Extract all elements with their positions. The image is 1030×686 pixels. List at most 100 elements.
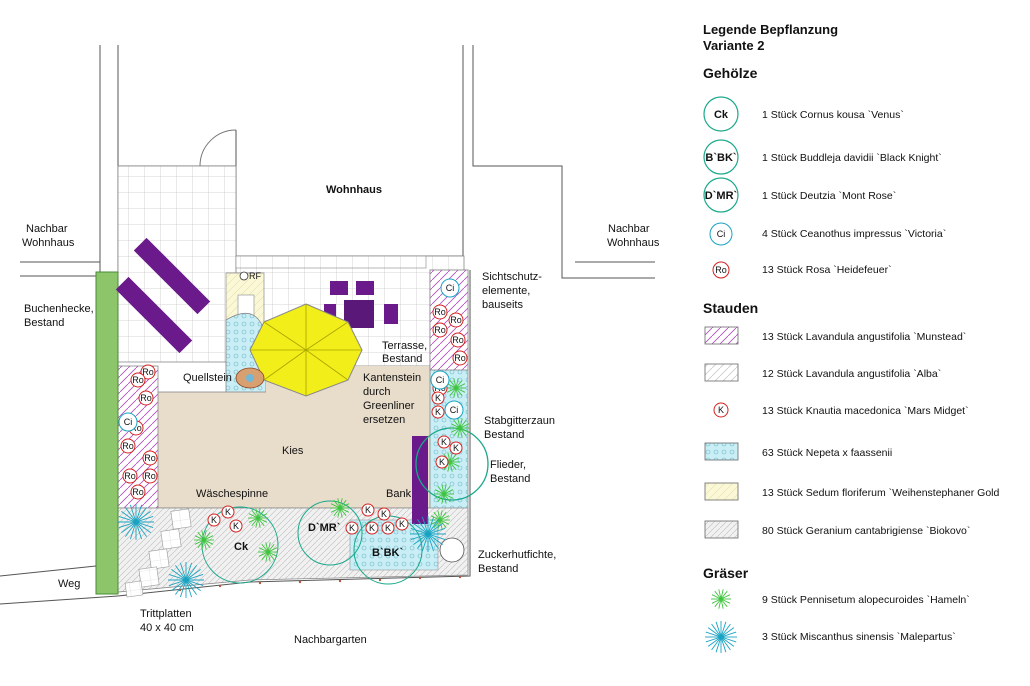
loungers xyxy=(115,237,211,354)
knautia-icon: K xyxy=(437,435,451,449)
rose-icon: Ro xyxy=(138,390,154,406)
label-sichtschutz-3: bauseits xyxy=(482,299,523,311)
knautia-icon: K xyxy=(229,519,243,533)
umbrella xyxy=(249,303,363,397)
label-quellstein: Quellstein xyxy=(183,372,232,384)
building-outlines xyxy=(20,45,655,279)
knautia-icon-label: K xyxy=(381,509,387,519)
knautia-icon-label: K xyxy=(399,519,405,529)
label-nachbar-left: Nachbar xyxy=(26,223,68,235)
label-buchenhecke: Buchenhecke, xyxy=(24,303,94,315)
legend-lav-a-swatch xyxy=(704,363,739,382)
legend-item-miscanthus: 3 Stück Miscanthus sinensis `Malepartus` xyxy=(762,631,956,643)
label-terrasse: Terrasse, xyxy=(382,340,427,352)
knautia-icon: K xyxy=(381,521,395,535)
miscanthus-icon xyxy=(410,516,446,552)
legend-item-lav-m: 13 Stück Lavandula angustifolia `Munstea… xyxy=(762,331,966,343)
legend-bbk-code: B`BK` xyxy=(705,152,736,164)
knautia-icon-label: K xyxy=(439,457,445,467)
legend-item-knautia: 13 Stück Knautia macedonica `Mars Midget… xyxy=(762,405,969,417)
quellstein xyxy=(235,367,265,389)
legend-bbk-symbol: B`BK` xyxy=(703,139,739,175)
pennisetum-icon xyxy=(258,542,278,562)
rose-icon-label: Ro xyxy=(130,423,142,433)
path-lines xyxy=(0,270,471,605)
label-kantenstein-4: ersetzen xyxy=(363,414,405,426)
rose-icon-label: Ro xyxy=(450,315,462,325)
rose-icon-label: Ro xyxy=(124,471,136,481)
pennisetum-icon xyxy=(330,498,350,518)
ceanothus-icon-label: Ci xyxy=(124,417,133,427)
rose-icon: Ro xyxy=(452,350,468,366)
legend-item-sedum: 13 Stück Sedum floriferum `Weihenstephan… xyxy=(762,487,1000,499)
knautia-icon-label: K xyxy=(435,393,441,403)
label-wohnhaus: Wohnhaus xyxy=(326,184,382,196)
ceanothus-icon: Ci xyxy=(444,400,464,420)
rose-icon-label: Ro xyxy=(132,487,144,497)
knautia-icon-label: K xyxy=(211,515,217,525)
ceanothus-icon-label: Ci xyxy=(436,375,445,385)
rose-icon-label: Ro xyxy=(142,367,154,377)
rose-icon: Ro xyxy=(120,438,136,454)
pennisetum-icon xyxy=(434,484,454,504)
table-chairs xyxy=(324,281,398,328)
legend-item-dmr: 1 Stück Deutzia `Mont Rose` xyxy=(762,190,896,202)
buchenhecke-hedge xyxy=(95,271,119,595)
cornus-circle xyxy=(201,506,279,584)
knautia-icon-label: K xyxy=(385,523,391,533)
rose-icon: Ro xyxy=(140,364,156,380)
rose-icon-label: Ro xyxy=(454,353,466,363)
legend-title: Legende Bepflanzung xyxy=(703,22,838,37)
knautia-icon: K xyxy=(431,405,445,419)
legend-item-bbk: 1 Stück Buddleja davidii `Black Knight` xyxy=(762,152,942,164)
knautia-icon: K xyxy=(449,441,463,455)
rose-icon-label: Ro xyxy=(452,335,464,345)
label-kantenstein: Kantenstein xyxy=(363,372,421,384)
legend-item-nepeta: 63 Stück Nepeta x faassenii xyxy=(762,447,892,459)
knautia-icon: K xyxy=(377,507,391,521)
label-kies: Kies xyxy=(282,445,304,457)
legend-item-ro: 13 Stück Rosa `Heidefeuer` xyxy=(762,264,892,276)
label-nachbar-right: Nachbar xyxy=(608,223,650,235)
pennisetum-icon xyxy=(450,418,470,438)
pennisetum-icon xyxy=(248,508,268,528)
rose-icon: Ro xyxy=(432,322,448,338)
deutzia-circle xyxy=(297,500,363,566)
label-trittplatten: Trittplatten xyxy=(140,608,192,620)
trittplatten xyxy=(124,508,192,598)
legend-ro-symbol: Ro xyxy=(712,261,730,279)
legend-geranium-swatch xyxy=(704,520,739,539)
rose-icon-label: Ro xyxy=(434,307,446,317)
rose-icon: Ro xyxy=(432,304,448,320)
label-nachbar-right-2: Wohnhaus xyxy=(607,237,660,249)
label-terrasse-2: Bestand xyxy=(382,353,422,365)
grass-symbols xyxy=(118,378,470,598)
legend-ck-symbol: Ck xyxy=(703,96,739,132)
label-nachbargarten: Nachbargarten xyxy=(294,634,367,646)
rose-icon: Ro xyxy=(142,468,158,484)
rose-icon: Ro xyxy=(130,372,146,388)
knautia-icon: K xyxy=(365,521,379,535)
label-stabgitterzaun: Stabgitterzaun xyxy=(484,415,555,427)
label-kantenstein-2: durch xyxy=(363,386,391,398)
rose-icon-label: Ro xyxy=(144,471,156,481)
label-kantenstein-3: Greenliner xyxy=(363,400,415,412)
legend-ci-symbol: Ci xyxy=(709,222,733,246)
legend-pennisetum-symbol xyxy=(711,589,731,609)
legend-item-lav-a: 12 Stück Lavandula angustifolia `Alba` xyxy=(762,368,941,380)
legend-subtitle: Variante 2 xyxy=(703,38,764,53)
label-flieder: Flieder, xyxy=(490,459,526,471)
legend-section-graeser: Gräser xyxy=(703,565,749,581)
pennisetum-icon xyxy=(430,510,450,530)
ceanothus-icon: Ci xyxy=(440,278,460,298)
legend-nepeta-swatch xyxy=(704,442,739,461)
rose-icon-label: Ro xyxy=(144,453,156,463)
knautia-icon: K xyxy=(361,503,375,517)
terrace-strip xyxy=(235,255,427,269)
label-buchenhecke-2: Bestand xyxy=(24,317,64,329)
legend-pennisetum-icon xyxy=(711,589,731,609)
knautia-icon: K xyxy=(221,505,235,519)
knautia-icon: K xyxy=(345,521,359,535)
ceanothus-icon-label: Ci xyxy=(446,283,455,293)
